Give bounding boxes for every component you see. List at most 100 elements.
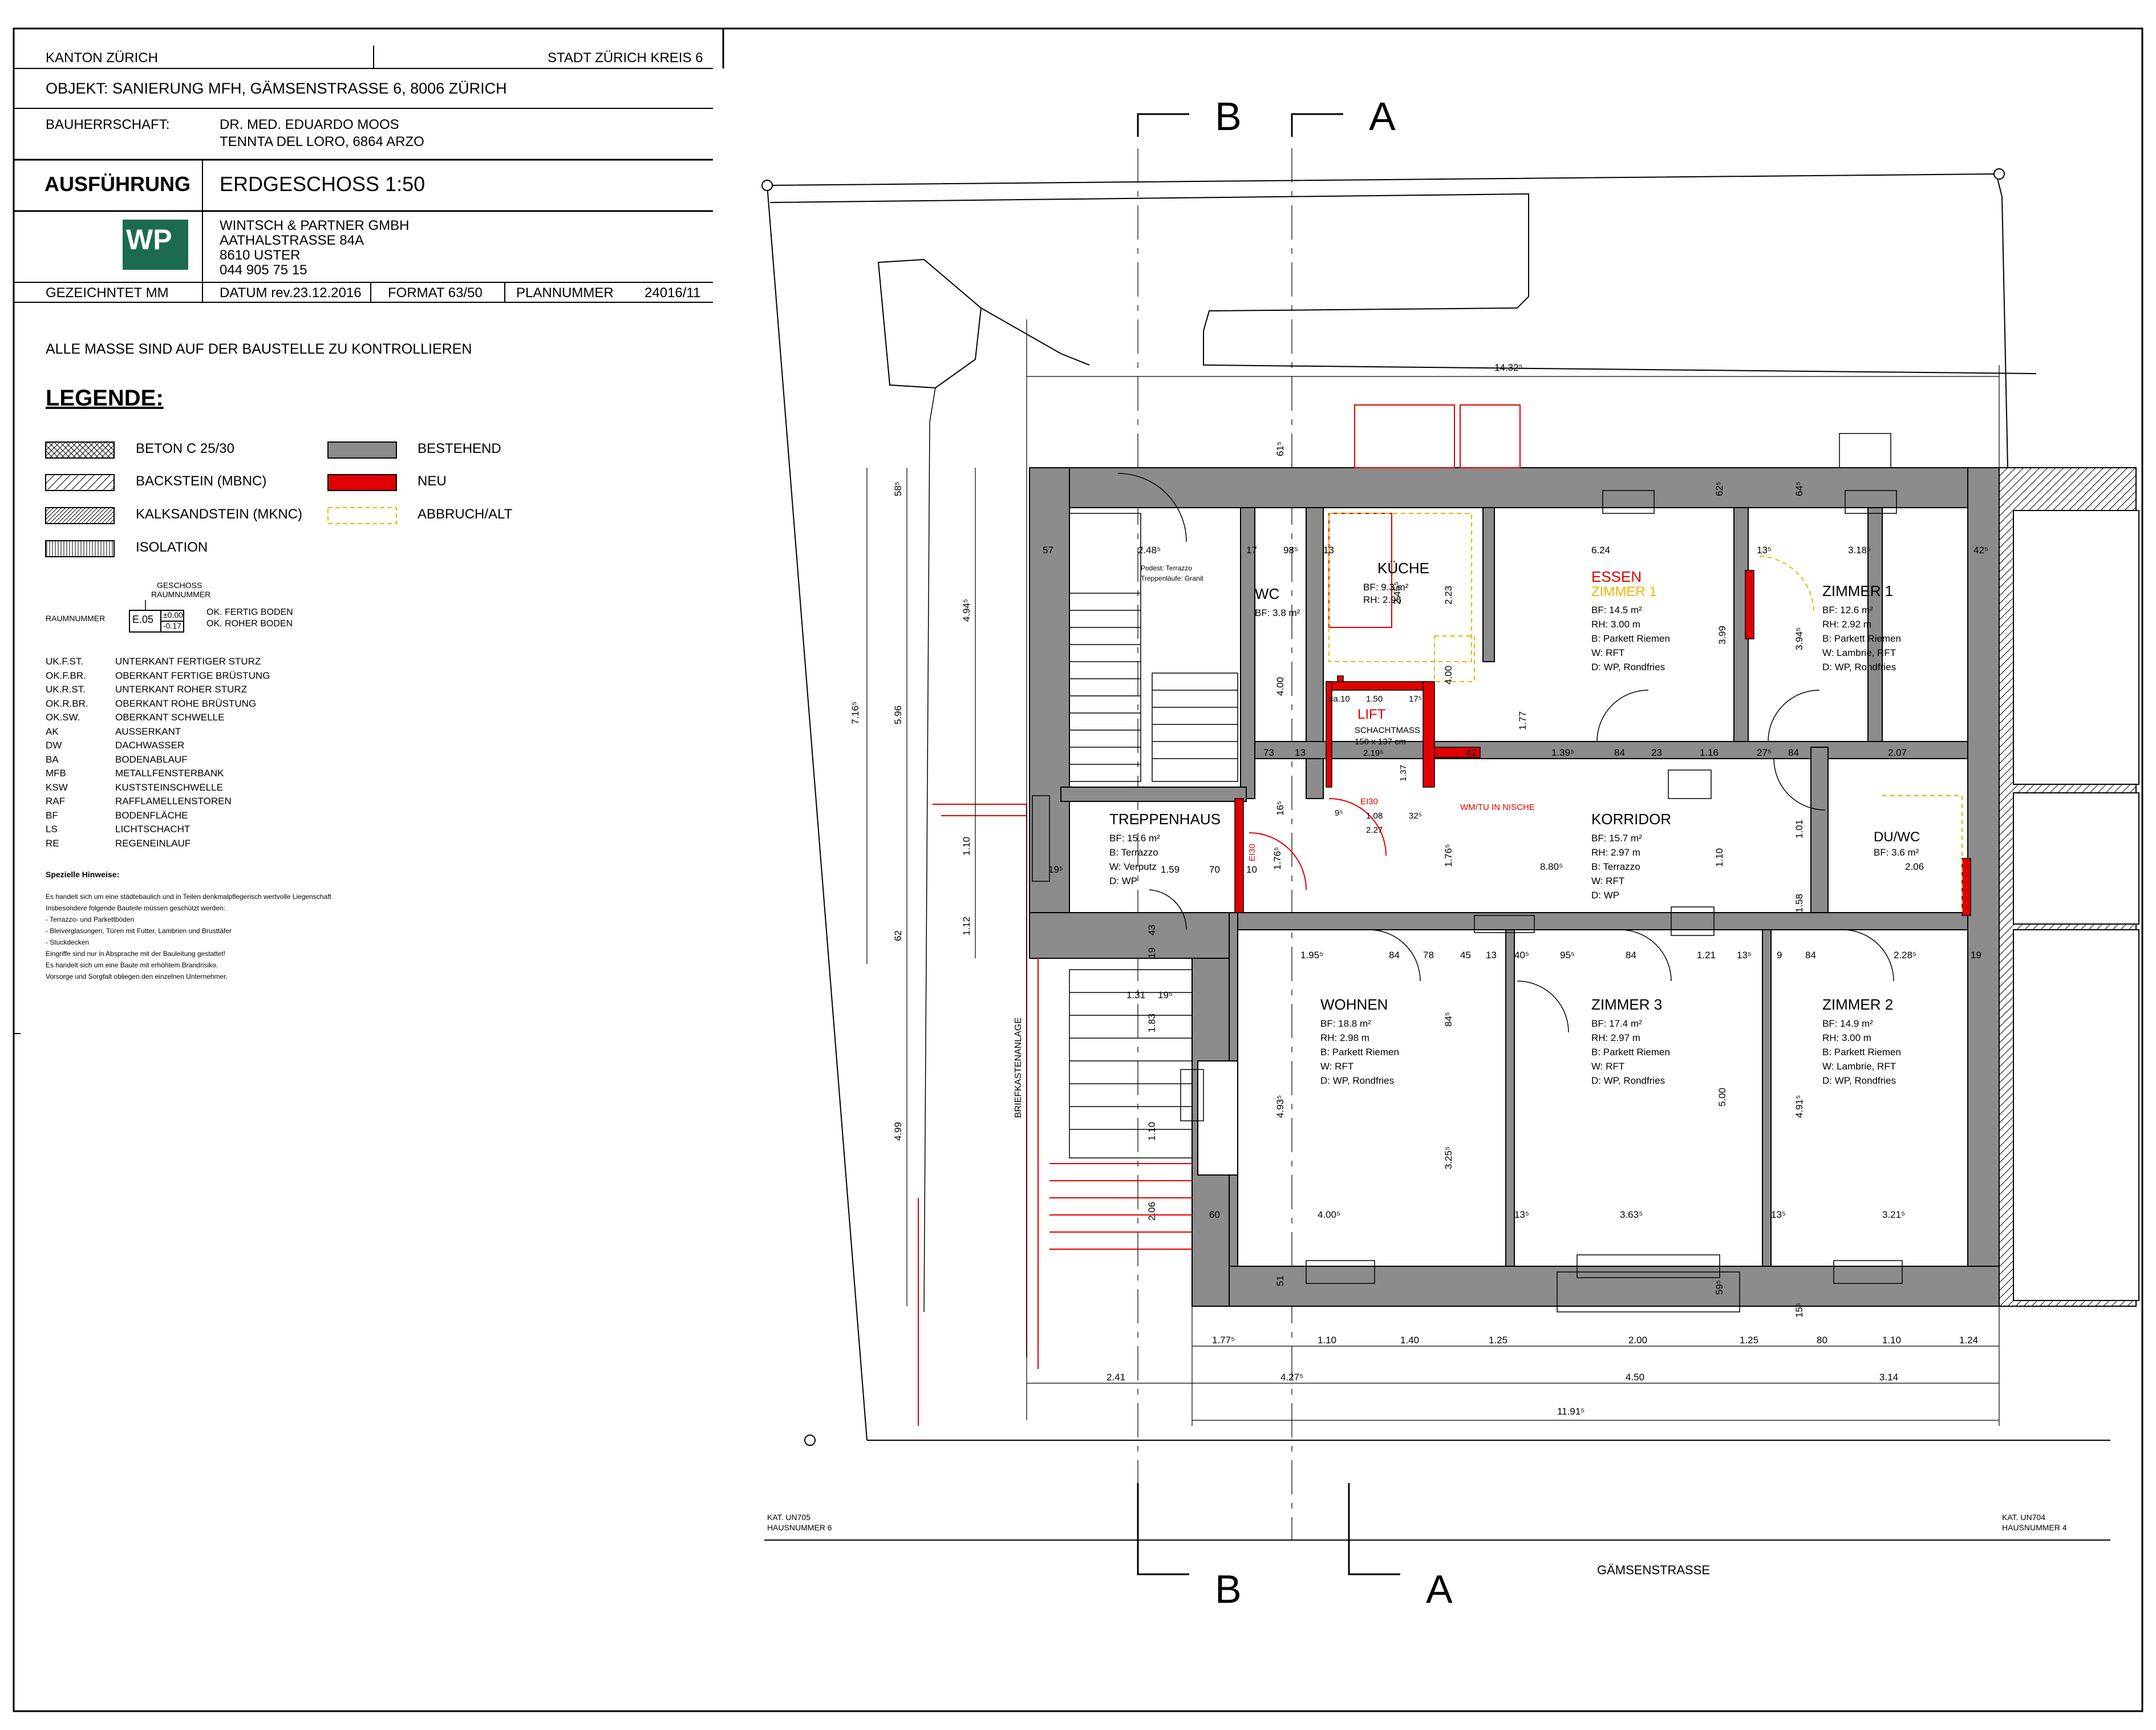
room-treppenhaus-l0: BF: 15.6 m² xyxy=(1109,833,1160,844)
dim-d-6: 95⁵ xyxy=(1560,950,1575,961)
architect-name: WINTSCH & PARTNER GMBH xyxy=(220,218,410,233)
room-zimmer3-name: ZIMMER 3 xyxy=(1591,996,1662,1013)
dim-d-7: 84 xyxy=(1626,950,1636,961)
abbreviation-meaning: OBERKANT ROHE BRÜSTUNG xyxy=(115,698,257,709)
tag-ok-roh-label: OK. ROHER BODEN xyxy=(206,619,293,629)
abbreviation-meaning: REGENEINLAUF xyxy=(115,837,191,849)
room-zimmer2-l0: BF: 14.9 m² xyxy=(1822,1018,1873,1029)
dim-r-1: 4.00 xyxy=(1275,677,1286,696)
room-kueche-name: KÜCHE xyxy=(1377,560,1429,577)
dim-b1-0: 1.77⁵ xyxy=(1212,1335,1235,1346)
dim-k-5: 1.10 xyxy=(1714,848,1725,867)
new-elements xyxy=(1234,570,1971,916)
room-korridor-l4: D: WP xyxy=(1591,890,1619,901)
dim-c-1: 1.39⁵ xyxy=(1551,747,1574,758)
special-note-line: Es handelt sich um eine städtebaulich un… xyxy=(46,893,331,901)
dim-m-6: 51 xyxy=(1275,1275,1286,1286)
swatch-backstein xyxy=(45,474,115,491)
abbreviation-meaning: BODENABLAUF xyxy=(115,753,188,765)
tag-raumnummer-small: RAUMNUMMER xyxy=(151,590,211,599)
dim-l1-1: 5.96 xyxy=(893,706,903,724)
room-essen-name: ESSEN xyxy=(1591,568,1642,585)
dim-a-6: 13⁵ xyxy=(1757,545,1772,556)
logo-text: WP xyxy=(126,224,172,256)
abbreviation-code: DW xyxy=(46,740,62,751)
podest-note: Podest: Terrazzo xyxy=(1141,564,1192,572)
dim-m-1: 1.59 xyxy=(1161,864,1180,875)
architect-phone: 044 905 75 15 xyxy=(220,262,307,278)
room-lift-l0: SCHACHTMASS xyxy=(1355,726,1420,735)
section-a-bottom: A xyxy=(1426,1567,1453,1611)
dim-b1-1: 1.10 xyxy=(1318,1335,1336,1346)
legend-isolation: ISOLATION xyxy=(136,540,208,555)
abbreviation-meaning: METALLFENSTERBANK xyxy=(115,768,224,779)
dim-lift-3: 1.08 xyxy=(1366,811,1383,821)
legend-bestehend: BESTEHEND xyxy=(418,441,501,456)
tag-raumnummer: RAUMNUMMER xyxy=(46,614,106,623)
client-address: TENNTA DEL LORO, 6864 ARZO xyxy=(220,134,424,149)
abbreviation-meaning: UNTERKANT ROHER STURZ xyxy=(115,684,248,695)
dim-b2-2: 4.50 xyxy=(1626,1372,1644,1383)
legend-swatches xyxy=(45,441,397,557)
swatch-abbruch xyxy=(327,507,397,524)
format: FORMAT 63/50 xyxy=(388,285,483,301)
room-kueche-rh: RH: 2.96 xyxy=(1363,594,1401,605)
dim-d-1: 84 xyxy=(1389,950,1400,961)
plan-number-label: PLANNUMMER xyxy=(516,285,614,301)
special-title: Spezielle Hinweise: xyxy=(46,870,120,879)
dim-s-1: 19⁵ xyxy=(1158,990,1173,1000)
dim-e-3: 4.91⁵ xyxy=(1794,1095,1805,1118)
architect-city: 8610 USTER xyxy=(220,248,301,263)
abbreviation-code: OK.SW. xyxy=(46,712,80,723)
abbreviation-code: OK.R.BR. xyxy=(46,698,88,709)
room-duwc-name: DU/WC xyxy=(1874,829,1920,845)
abbreviation-meaning: BODENFLÄCHE xyxy=(115,809,188,821)
dim-a-7: 3.18⁵ xyxy=(1848,545,1871,556)
room-zimmer3-l4: D: WP, Rondfries xyxy=(1591,1075,1665,1086)
room-korridor-l3: W: RFT xyxy=(1591,876,1624,886)
dim-m-0: 19⁵ xyxy=(1048,864,1063,875)
dim-lift-6: 32⁵ xyxy=(1409,811,1422,821)
dim-c-4: 1.16 xyxy=(1700,747,1719,758)
treppe-note: Treppenläufe: Granit xyxy=(1141,574,1203,582)
abbreviation-code: MFB xyxy=(46,768,66,779)
dim-a-1: 2.48⁵ xyxy=(1138,545,1161,556)
dim-k-1: 1.76⁵ xyxy=(1443,844,1454,867)
tag-ok-fertig-label: OK. FERTIG BODEN xyxy=(206,607,293,617)
room-zimmer2-l4: D: WP, Rondfries xyxy=(1822,1075,1896,1086)
dim-r-5: 3.94⁵ xyxy=(1794,627,1805,650)
room-wohnen-l3: W: RFT xyxy=(1320,1061,1353,1072)
room-zimmer1-l3: W: Lambrie, RFT xyxy=(1822,647,1896,658)
architect-logo: WP xyxy=(123,220,188,270)
dim-top-small-1: 62⁵ xyxy=(1714,481,1725,496)
dim-a-5: 6.24 xyxy=(1591,545,1610,556)
room-treppenhaus-l1: B: Terrazzo xyxy=(1109,847,1158,858)
architect-street: AATHALSTRASSE 84A xyxy=(220,233,364,248)
tag-geschoss: GESCHOSS xyxy=(157,581,202,590)
dim-d-11: 84 xyxy=(1805,950,1816,961)
special-note-line: Vorsorge und Sorgfalt obliegen den einze… xyxy=(46,973,228,981)
special-note-line: - Stuckdecken xyxy=(46,938,90,946)
abbreviation-code: OK.F.BR. xyxy=(46,670,86,681)
dim-l2-1: 1.10 xyxy=(961,837,972,856)
dim-k-4: 2.06 xyxy=(1905,861,1924,872)
dim-m-11: 13 xyxy=(1295,747,1306,758)
dim-b1-4: 2.00 xyxy=(1628,1335,1647,1346)
dim-l3-1: 62 xyxy=(893,930,903,941)
dim-k-2: 1.01 xyxy=(1794,820,1805,838)
dimension-texts: 14.32⁵ 11.91⁵ 1.77⁵ 1.10 1.40 1.25 2.00 … xyxy=(850,362,1988,1417)
legend-neu: NEU xyxy=(418,473,447,489)
dim-l2-3: 4.99 xyxy=(893,1122,903,1141)
dim-r-3: 1.77 xyxy=(1517,711,1528,730)
special-note-line: Eingriffe sind nur in Absprache mit der … xyxy=(46,950,226,958)
dim-b2-0: 2.41 xyxy=(1107,1372,1125,1383)
room-essen-l4: D: WP, Rondfries xyxy=(1591,662,1665,672)
dim-m-5: 16⁵ xyxy=(1275,801,1286,816)
briefkasten-label: BRIEFKASTENANLAGE xyxy=(1014,1018,1023,1118)
kat-right-2: HAUSNUMMER 4 xyxy=(2002,1523,2067,1532)
room-zimmer3-l3: W: RFT xyxy=(1591,1061,1624,1072)
dim-d-9: 13⁵ xyxy=(1737,950,1752,961)
special-note-line: - Terrazzo- und Parkettböden xyxy=(46,915,135,923)
dim-k-3: 1.58 xyxy=(1794,894,1805,913)
dim-l2-2: 1.12 xyxy=(961,917,972,935)
